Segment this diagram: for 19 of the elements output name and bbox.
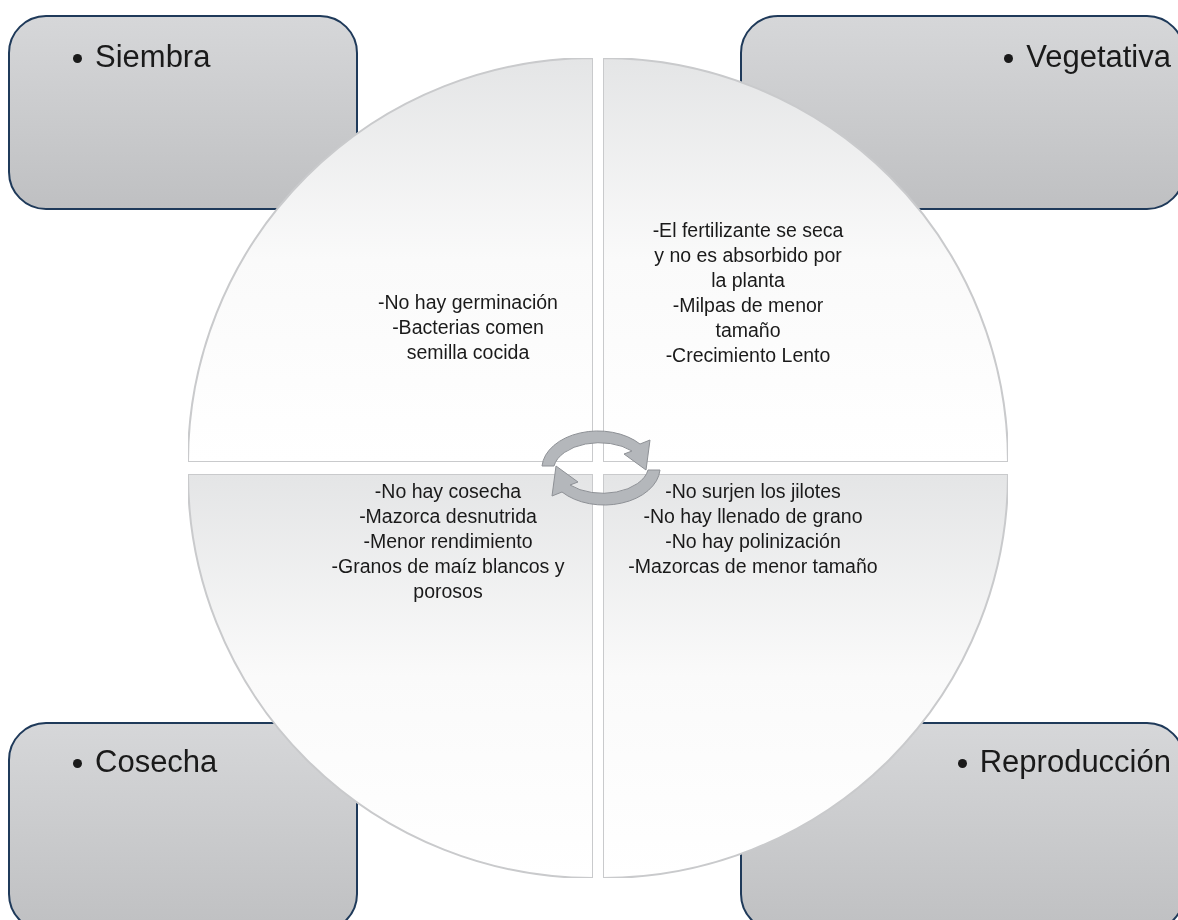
- effect-text: -Bacterias comen semilla cocida: [391, 315, 545, 365]
- effect-text: -No surjen los jilotes: [664, 479, 842, 504]
- effect-text: -No hay polinización: [664, 529, 842, 554]
- effect-text: -Mazorcas de menor tamaño: [627, 554, 879, 579]
- effect-text: -Mazorca desnutrida: [358, 504, 538, 529]
- effect-text: -No hay cosecha: [373, 479, 523, 504]
- stage-heading: Cosecha: [95, 744, 218, 780]
- effect-text: -Granos de maíz blancos y porosos: [330, 554, 566, 604]
- effect-text: -Menor rendimiento: [362, 529, 534, 554]
- stage-heading: Reproducción: [979, 744, 1171, 780]
- effect-text: -No hay llenado de grano: [642, 504, 864, 529]
- effect-text: -Milpas de menor tamaño: [671, 293, 825, 343]
- effect-text: -Crecimiento Lento: [664, 343, 832, 368]
- stage-heading: Siembra: [95, 39, 211, 75]
- stage-box: [8, 722, 358, 920]
- stage-heading: Vegetativa: [1026, 39, 1171, 75]
- effect-text: -No hay germinación: [378, 290, 558, 315]
- stage-box: [8, 15, 358, 210]
- effect-text: -El fertilizante se seca y no es absorbido por la planta: [651, 218, 845, 293]
